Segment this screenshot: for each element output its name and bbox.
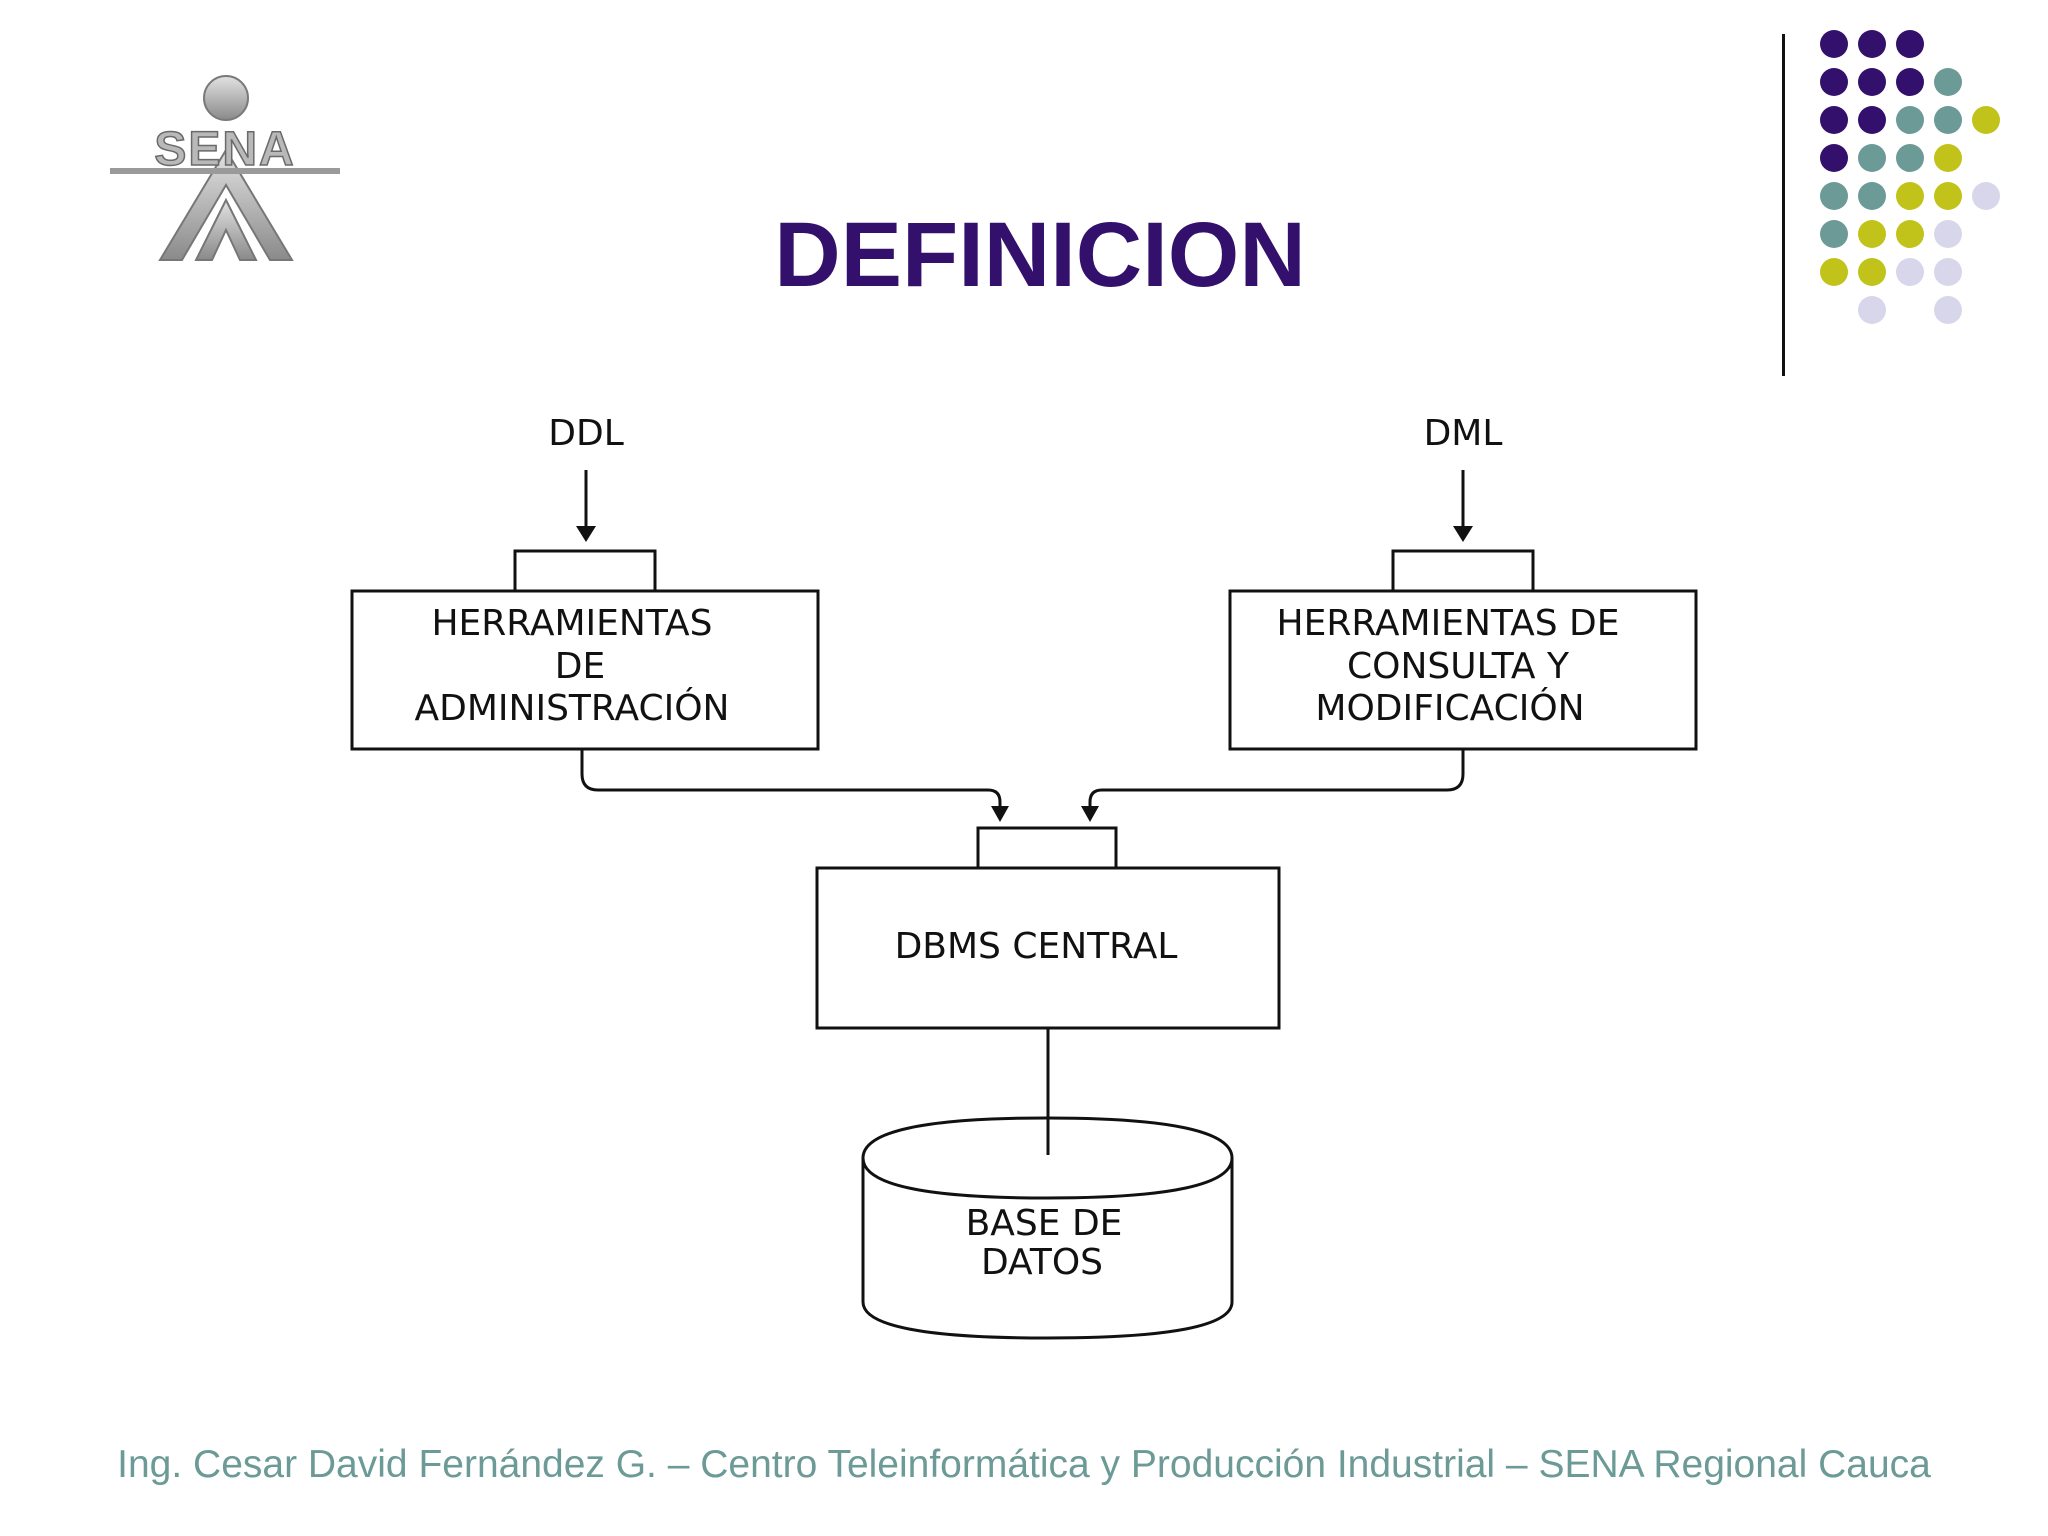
database-line-1: BASE DE [966, 1203, 1123, 1244]
dml-label: DML [1424, 413, 1503, 454]
decorative-dot [1896, 258, 1924, 286]
admin-tools-tab [513, 549, 657, 593]
decorative-dot [1934, 258, 1962, 286]
ddl-label: DDL [548, 413, 624, 454]
dbms-tab [976, 826, 1118, 870]
decorative-dot [1934, 68, 1962, 96]
sena-logo-text: SENA [154, 123, 295, 176]
decorative-dot [1858, 30, 1886, 58]
decorative-dot [1858, 106, 1886, 134]
decorative-dot [1820, 68, 1848, 96]
query-tools-line-2: CONSULTA Y [1347, 646, 1570, 687]
admin-to-dbms-connector [580, 749, 1002, 812]
database-cylinder-body [861, 1158, 1234, 1340]
decorative-dot [1858, 258, 1886, 286]
decorative-dot [1934, 106, 1962, 134]
dbms-architecture-diagram: DDL DML HERRAMIENTAS DE ADMINISTRACIÓN H… [350, 413, 1698, 1340]
decorative-dot [1896, 182, 1924, 210]
admin-tools-line-2: DE [555, 646, 605, 687]
admin-tools-line-3: ADMINISTRACIÓN [415, 687, 730, 729]
query-tools-line-3: MODIFICACIÓN [1315, 687, 1584, 729]
dbms-label: DBMS CENTRAL [895, 926, 1178, 967]
decorative-dot [1896, 220, 1924, 248]
admin-tools-box [350, 589, 820, 751]
admin-tools-line-1: HERRAMIENTAS [431, 603, 712, 644]
query-to-dbms-connector [1088, 749, 1465, 812]
admin-connector-arrowhead [991, 806, 1009, 822]
decorative-dots [1820, 30, 2020, 330]
decorative-dot [1820, 182, 1848, 210]
query-tools-line-1: HERRAMIENTAS DE [1277, 603, 1620, 644]
dml-arrowhead [1453, 526, 1473, 542]
decorative-dot [1858, 220, 1886, 248]
decorative-dot [1934, 220, 1962, 248]
decorative-dot [1934, 296, 1962, 324]
decorative-dot [1896, 106, 1924, 134]
decorative-dot [1896, 68, 1924, 96]
decorative-dot [1858, 144, 1886, 172]
slide-title: DEFINICION [774, 204, 1306, 306]
sena-logo: SENA [110, 75, 340, 261]
decorative-dot [1820, 30, 1848, 58]
decorative-dot [1820, 220, 1848, 248]
decorative-dot [1858, 296, 1886, 324]
decorative-dot [1896, 30, 1924, 58]
decorative-dot [1858, 68, 1886, 96]
decorative-dot [1820, 258, 1848, 286]
decorative-dot [1896, 144, 1924, 172]
decorative-dot [1934, 182, 1962, 210]
slide-footer: Ing. Cesar David Fernández G. – Centro T… [117, 1443, 1931, 1486]
database-line-2: DATOS [981, 1242, 1103, 1283]
decorative-dot [1820, 144, 1848, 172]
query-tools-tab [1391, 549, 1535, 593]
ddl-arrowhead [576, 526, 596, 542]
decorative-dot [1972, 182, 2000, 210]
divider-line [1782, 34, 1785, 376]
decorative-dot [1972, 106, 2000, 134]
decorative-dot [1820, 106, 1848, 134]
decorative-dot [1934, 144, 1962, 172]
decorative-dot [1858, 182, 1886, 210]
query-connector-arrowhead [1081, 806, 1099, 822]
